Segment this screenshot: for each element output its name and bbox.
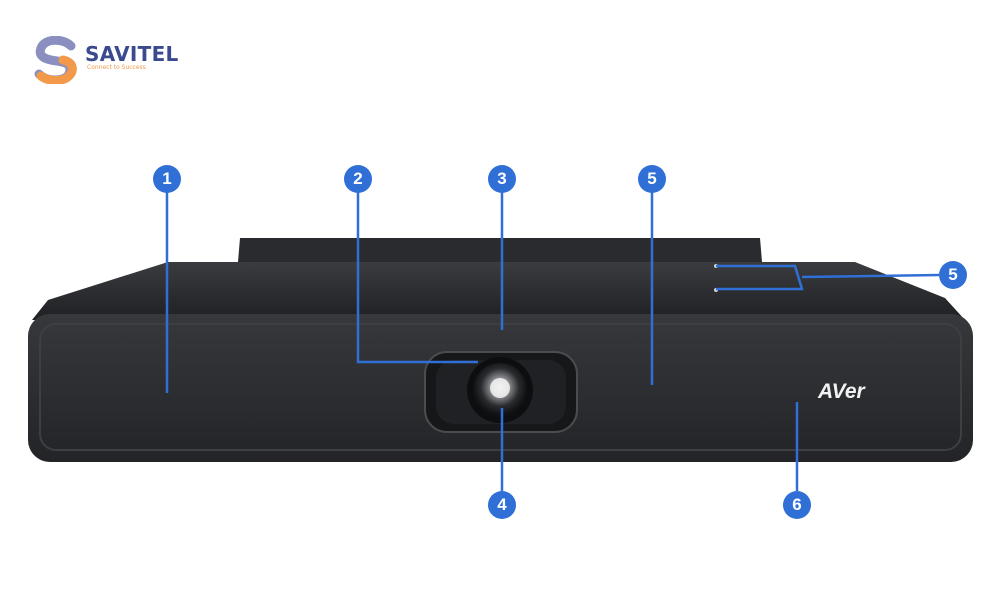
aver-brand-logo: AVer: [818, 380, 865, 403]
callout-badge-1: 1: [153, 165, 181, 193]
callout-badge-2: 2: [344, 165, 372, 193]
callout-badge-5-top: 5: [939, 261, 967, 289]
callout-badge-5-front: 5: [638, 165, 666, 193]
callout-badge-3: 3: [488, 165, 516, 193]
top-surface: [32, 262, 965, 320]
callout-badge-4: 4: [488, 491, 516, 519]
logo-tagline: Connect to Success: [87, 64, 146, 71]
rear-housing: [238, 238, 762, 262]
callout-badge-6: 6: [783, 491, 811, 519]
savitel-logo-icon: [34, 36, 77, 84]
savitel-logo: SAVITEL Connect to Success: [33, 36, 183, 86]
logo-name: SAVITEL: [85, 42, 179, 66]
